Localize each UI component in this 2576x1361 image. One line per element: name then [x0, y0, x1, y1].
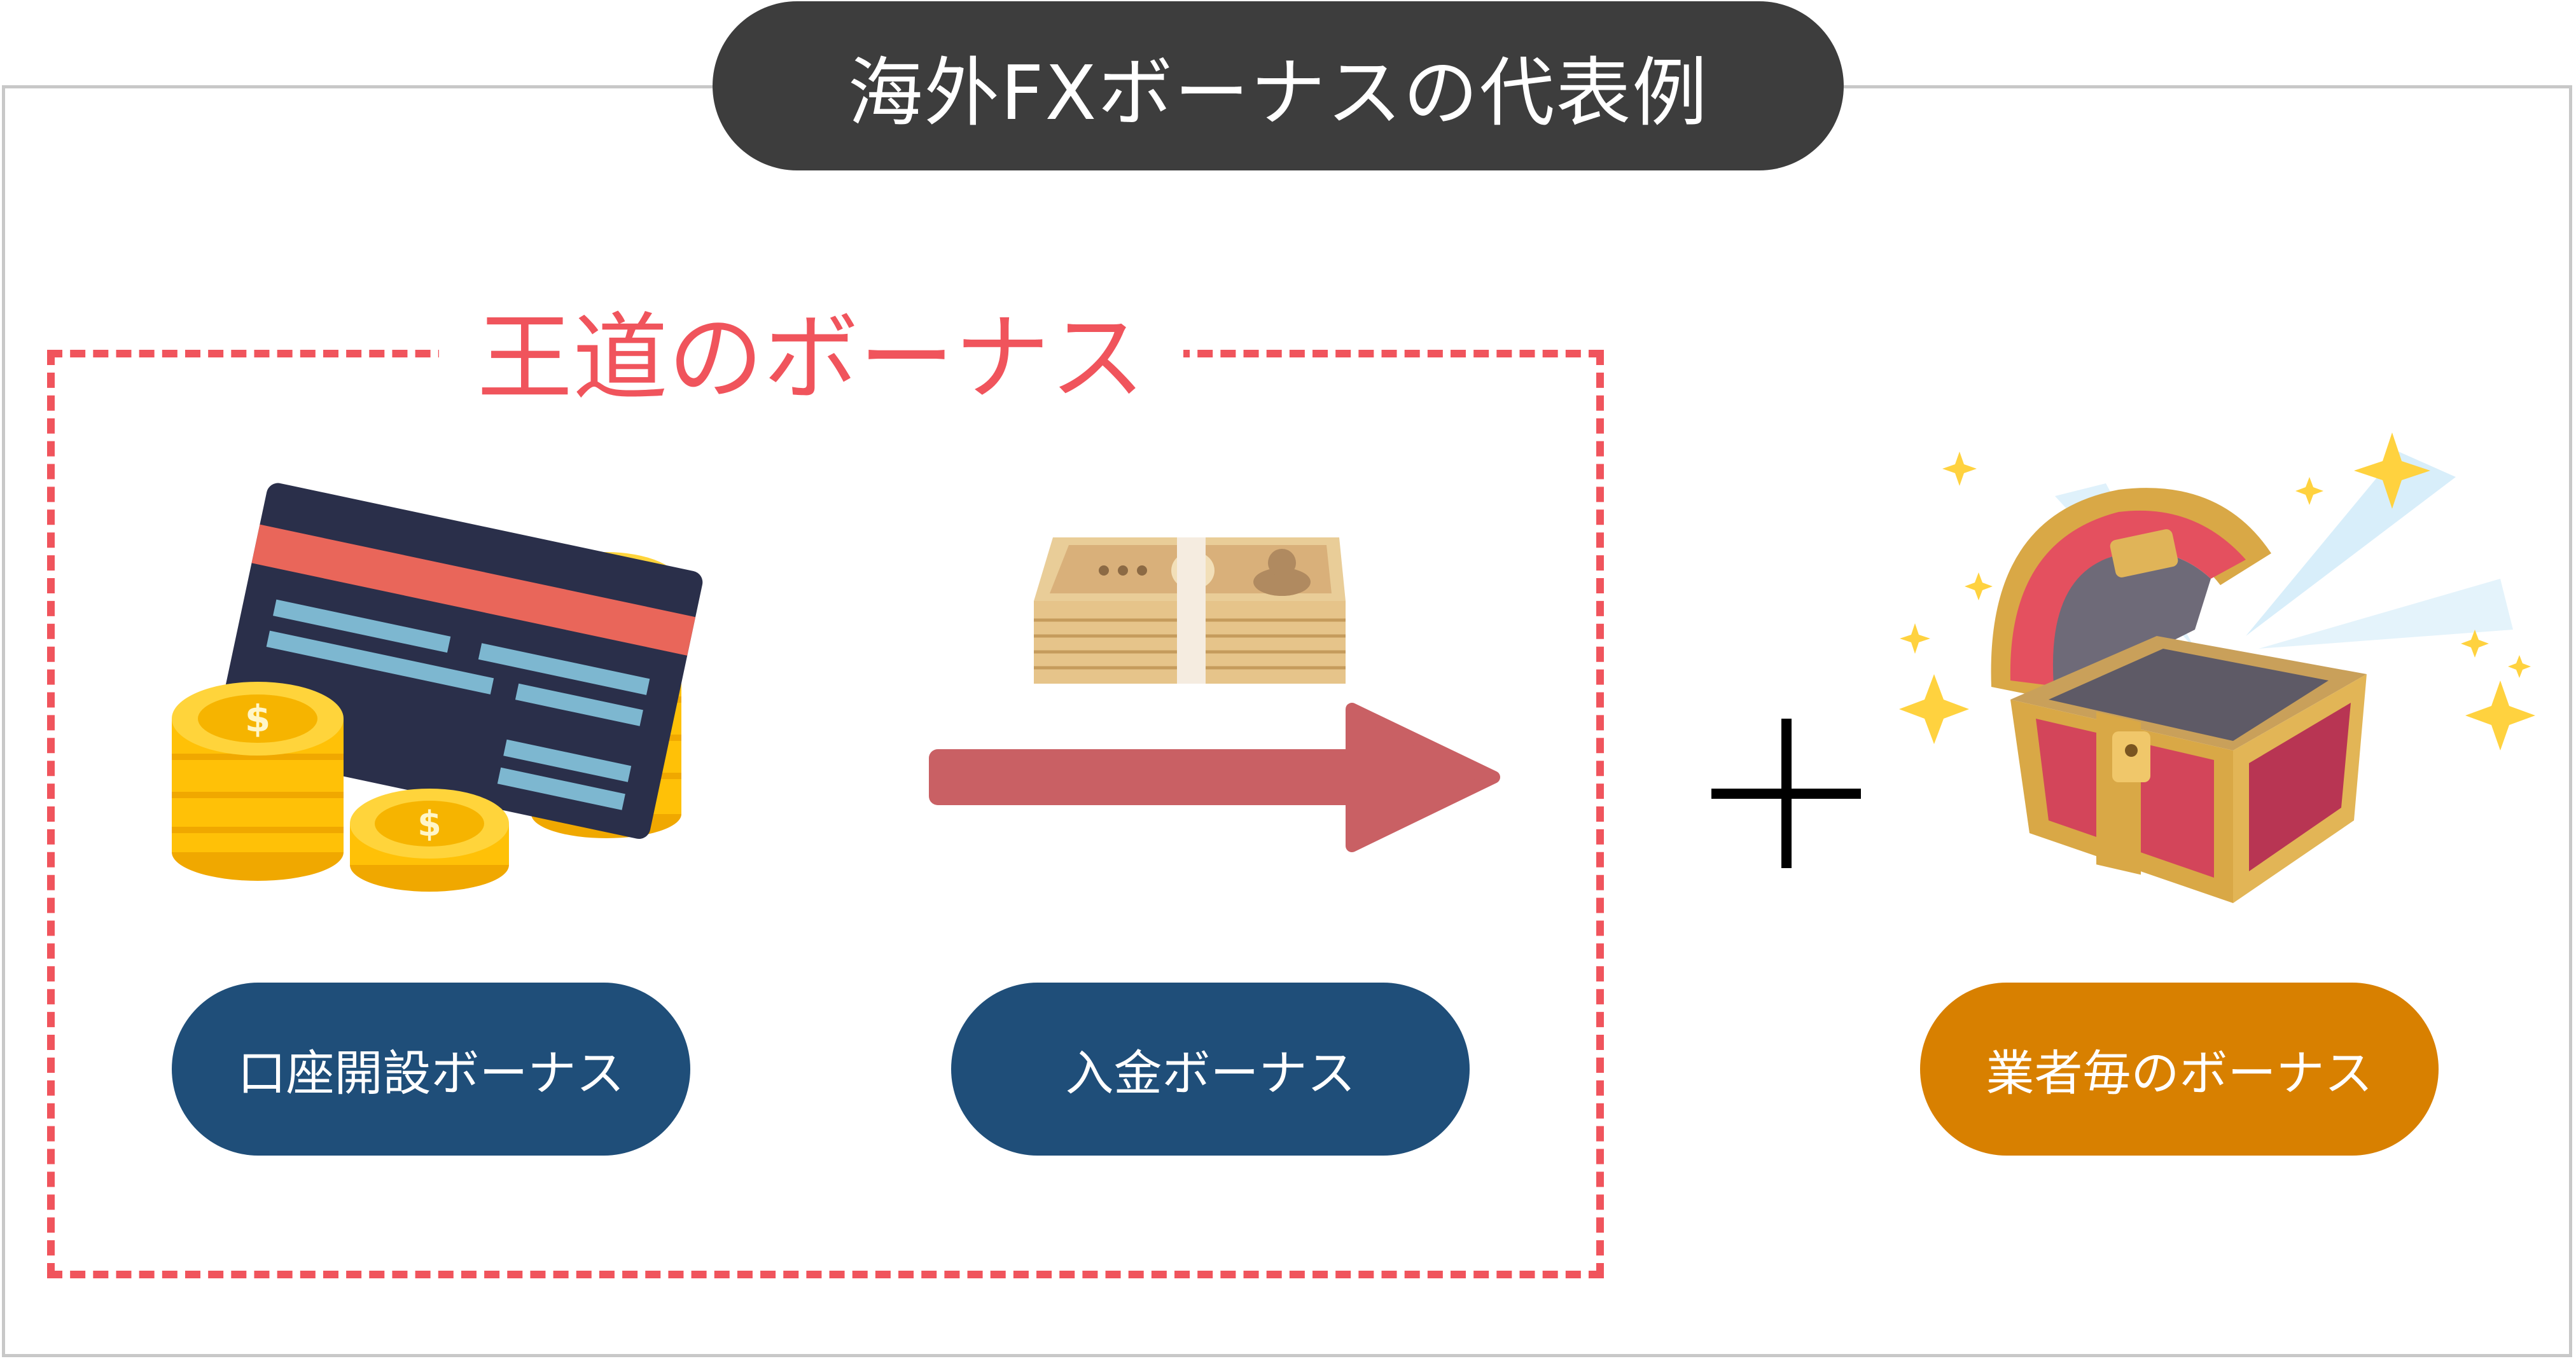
treasure-chest-icon	[1899, 432, 2535, 903]
svg-text:$: $	[417, 804, 442, 844]
diagram-title: 海外FXボーナスの代表例	[713, 1, 1844, 170]
credit-card-with-coins-icon: $ $ $	[172, 483, 703, 892]
bonus-pill-deposit: 入金ボーナス	[951, 983, 1470, 1156]
banknote-stack-icon	[1034, 537, 1346, 684]
bonus-pill-broker-specific: 業者毎のボーナス	[1920, 983, 2439, 1156]
bonus-pill-account-opening: 口座開設ボーナス	[172, 983, 690, 1156]
arrow-right-icon	[929, 703, 1500, 852]
svg-text:$: $	[245, 697, 270, 740]
main-bonus-group-label: 王道のボーナス	[439, 289, 1183, 414]
plus-sign	[1711, 719, 1861, 868]
